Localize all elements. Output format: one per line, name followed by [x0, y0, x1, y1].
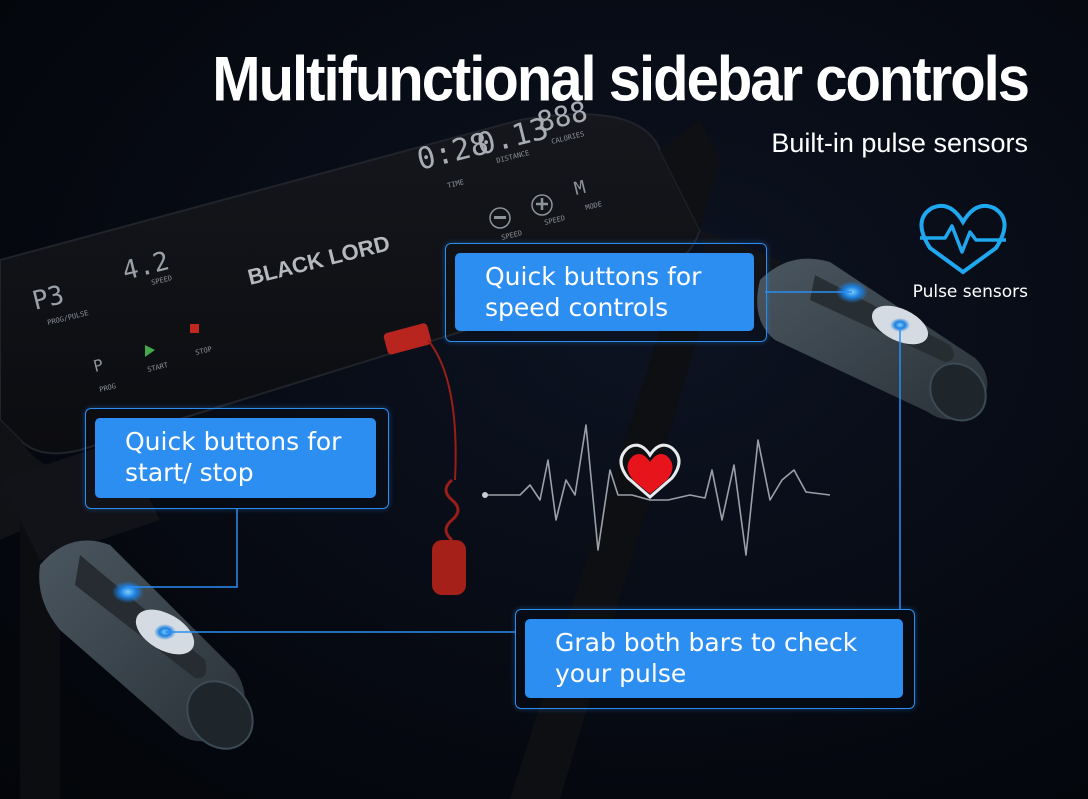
pulse-sensors-label: Pulse sensors — [912, 282, 1028, 302]
left-handlebar-grip — [39, 540, 254, 750]
time-label: TIME — [447, 178, 465, 190]
speed-minus-button — [489, 207, 511, 229]
check-pulse-callout: Grab both bars to check your pulse — [525, 619, 903, 698]
heart-pulse-icon — [919, 203, 1007, 275]
speed-plus-button — [531, 194, 553, 216]
safety-key — [383, 323, 466, 595]
start-stop-callout: Quick buttons for start/ stop — [95, 418, 376, 498]
start-stop-callout-frame — [85, 408, 389, 509]
mode-button-label: MODE — [585, 200, 603, 212]
speed-controls-callout-frame — [445, 243, 767, 342]
prog-button: P — [91, 355, 105, 376]
page-subtitle: Built-in pulse sensors — [771, 128, 1028, 158]
prog-display: P3 — [29, 280, 67, 317]
stop-button-label: STOP — [195, 345, 213, 357]
speed-controls-callout: Quick buttons for speed controls — [455, 253, 754, 331]
prog-button-label: PROG — [99, 382, 117, 394]
check-pulse-callout-frame — [515, 609, 915, 709]
page-title: Multifunctional sidebar controls — [212, 44, 1030, 115]
stop-button-icon — [190, 324, 199, 333]
heart-icon — [627, 454, 673, 494]
right-handlebar-grip — [757, 258, 988, 422]
mode-button: M — [572, 177, 588, 200]
callout-connectors — [125, 291, 901, 633]
start-button-icon — [145, 345, 155, 357]
heartbeat-graphic — [482, 424, 831, 556]
